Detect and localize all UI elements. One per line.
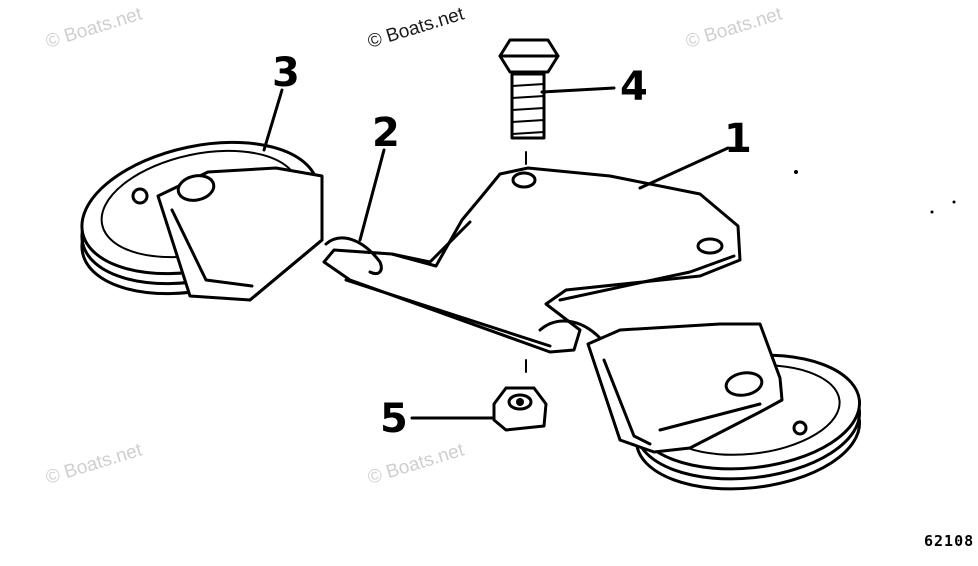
hex-nut [492, 386, 548, 432]
mounting-plate [322, 166, 742, 354]
watermark: © Boats.net [365, 3, 467, 52]
hex-bolt [498, 38, 560, 140]
callout-3: 3 [272, 50, 300, 96]
watermark: © Boats.net [43, 3, 145, 52]
callout-4: 4 [620, 64, 648, 110]
watermark: © Boats.net [683, 3, 785, 52]
callout-5: 5 [380, 396, 408, 442]
speckles [794, 170, 956, 214]
leader-lines [262, 86, 730, 420]
callout-2: 2 [372, 110, 400, 156]
right-pulley-bracket [586, 322, 784, 454]
callout-1: 1 [724, 116, 752, 162]
left-pulley-bracket [156, 166, 324, 302]
figure-number: 62108 [924, 532, 974, 550]
watermark: © Boats.net [365, 439, 467, 488]
watermark: © Boats.net [43, 439, 145, 488]
